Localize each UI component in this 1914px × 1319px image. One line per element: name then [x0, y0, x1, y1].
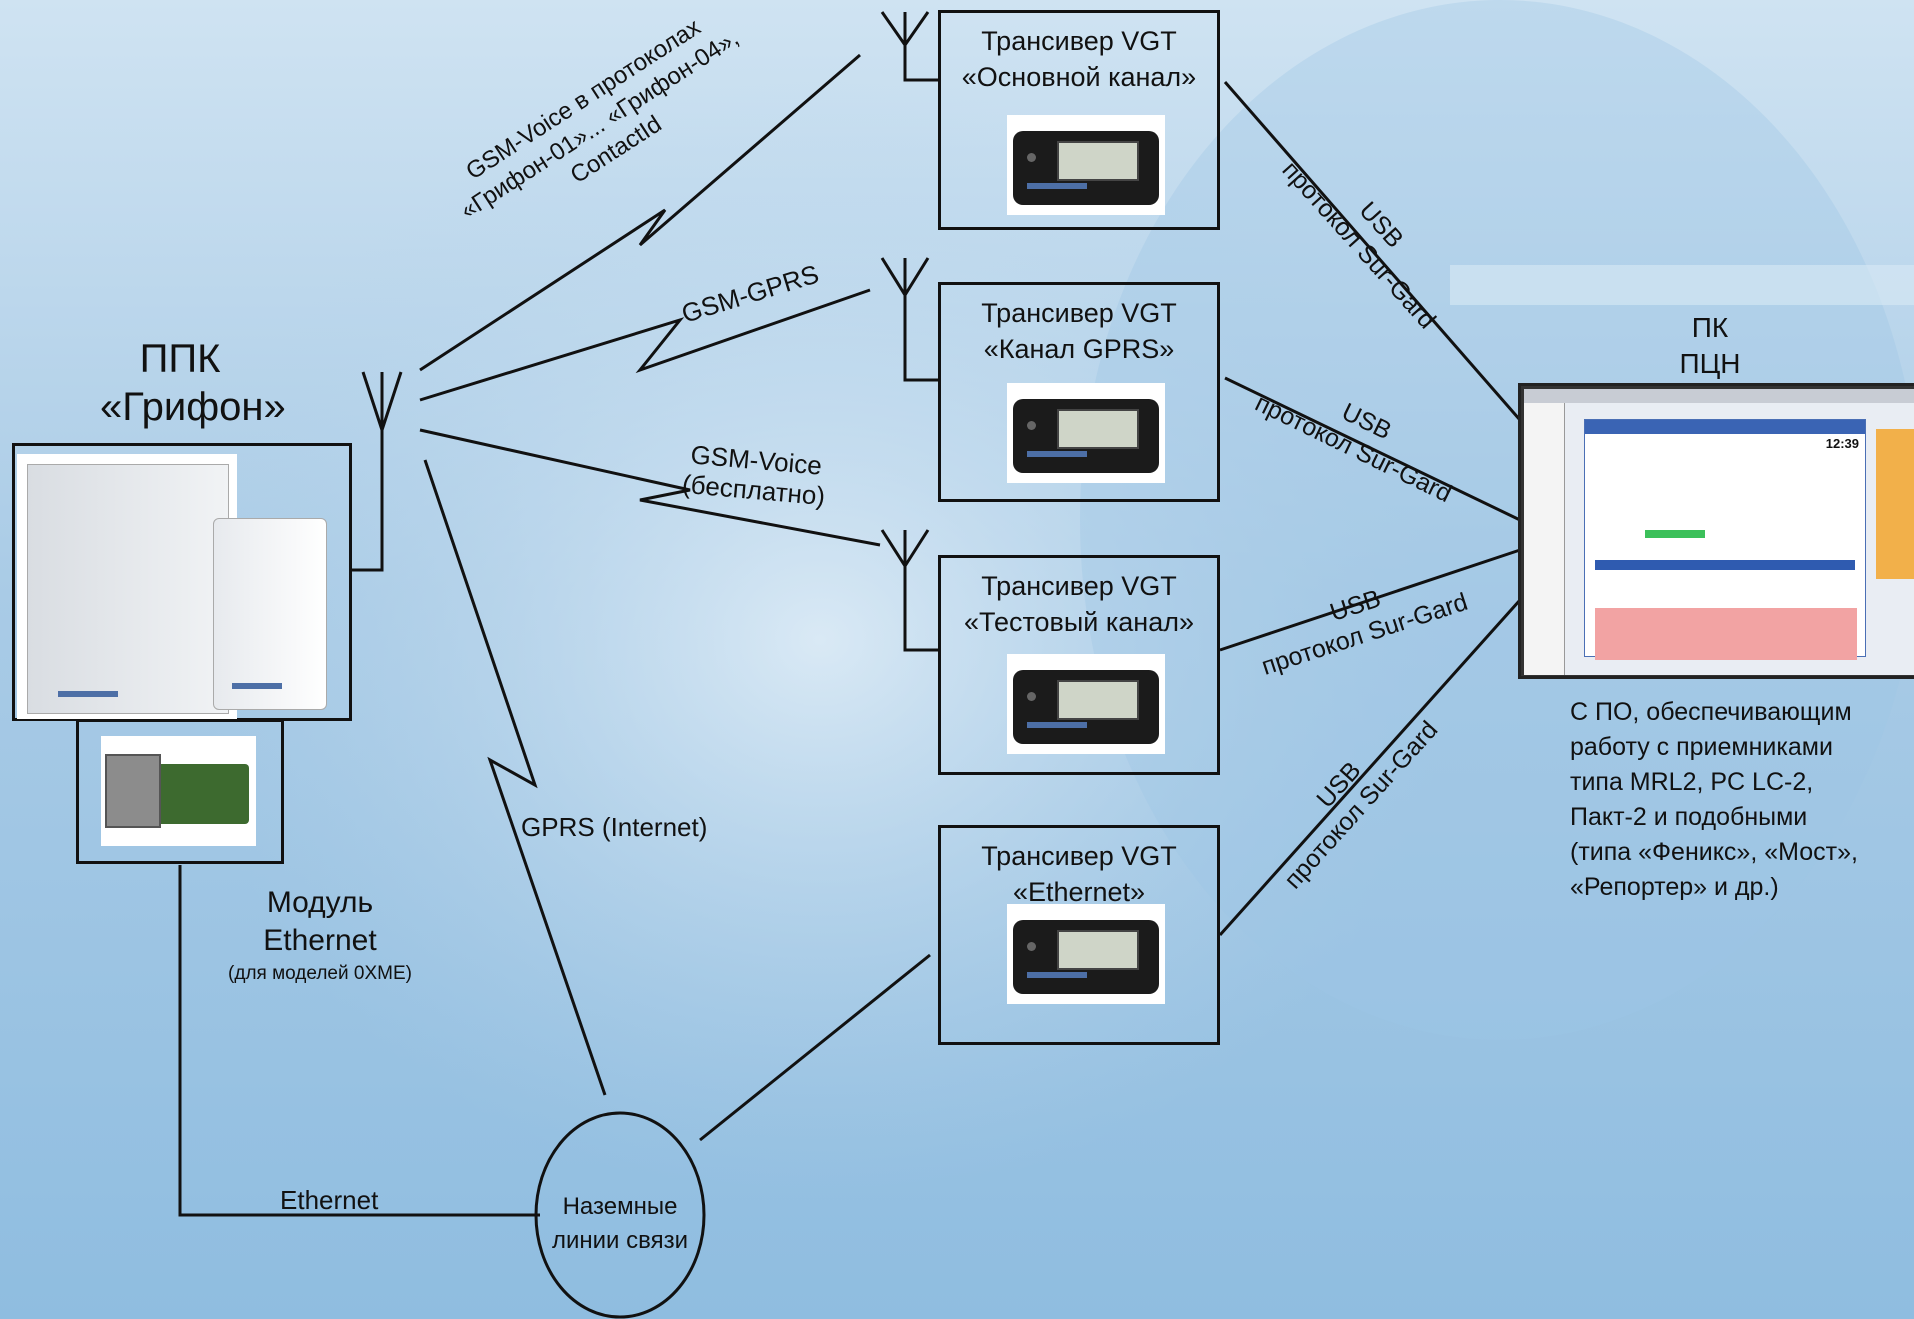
transceiver-title-line2: «Тестовый канал»: [963, 607, 1195, 637]
module-label-line2: Ethernet: [263, 924, 377, 957]
device-button: [1027, 692, 1036, 701]
logo-mark: [1027, 183, 1087, 189]
pc-title: ПК ПЦН: [1650, 310, 1770, 382]
antenna-mast: [903, 12, 940, 82]
module-box: [76, 719, 284, 864]
module-label: Модуль Ethernet (для моделей 0XME): [210, 884, 430, 988]
pc-caption-line: (типа «Феникс», «Мост»,: [1570, 838, 1858, 866]
module-note: (для моделей 0XME): [228, 963, 412, 984]
pc-status-bar: [1645, 530, 1705, 538]
vgt-device: [1007, 654, 1165, 754]
keypad-enclosure: [213, 518, 327, 710]
antenna-mast: [903, 530, 940, 652]
rj45-connector: [105, 754, 161, 828]
link-gsm-gprs: [419, 288, 871, 402]
pc-caption-line: работу с приемниками: [1570, 733, 1833, 761]
panel-antenna-mast: [350, 400, 384, 572]
landlines-label-line1: Наземные: [562, 1193, 678, 1220]
vgt-device: [1007, 383, 1165, 483]
link-ethernet: [178, 865, 540, 1217]
landlines-ellipse: [534, 1111, 706, 1319]
landlines-label-line2: линии связи: [551, 1227, 689, 1254]
transceiver-title-line2: «Основной канал»: [961, 62, 1197, 92]
pc-caption-line: типа MRL2, PC LC-2,: [1570, 768, 1814, 796]
transceiver-title-line2: «Канал GPRS»: [983, 334, 1175, 364]
device-screen: [1057, 141, 1139, 181]
link-gsm-voice-free: [419, 428, 881, 547]
pc-menubar: [1524, 389, 1914, 403]
pc-caption: С ПО, обеспечивающим работу с приемникам…: [1570, 695, 1858, 905]
logo-mark: [1027, 451, 1087, 457]
device-body: [1013, 131, 1159, 205]
usb-line-1: [1223, 81, 1522, 421]
transceiver-title-line1: Трансивер VGT: [981, 571, 1177, 601]
transceiver-title: Трансивер VGT «Канал GPRS»: [941, 295, 1217, 367]
link-landline-ethernet: [699, 953, 931, 1142]
pc-screen: 12:39: [1524, 389, 1914, 675]
transceiver-box-test: Трансивер VGT «Тестовый канал»: [938, 555, 1220, 775]
logo-mark: [1027, 722, 1087, 728]
pc-caption-line: «Репортер» и др.): [1570, 873, 1779, 901]
background-band: [1450, 265, 1914, 305]
transceiver-title-line1: Трансивер VGT: [981, 298, 1177, 328]
usb-line-4: [1218, 598, 1522, 937]
vgt-device: [1007, 115, 1165, 215]
transceiver-title: Трансивер VGT «Ethernet»: [941, 838, 1217, 910]
panel-title: ППК «Грифон»: [100, 335, 286, 431]
device-button: [1027, 942, 1036, 951]
transceiver-title-line1: Трансивер VGT: [981, 841, 1177, 871]
pc-alert-panel: [1876, 429, 1914, 579]
transceiver-title-line2: «Ethernet»: [1012, 877, 1146, 907]
pc-clock: 12:39: [1825, 436, 1859, 451]
landlines-label: Наземные линии связи: [540, 1190, 700, 1258]
transceiver-box-ethernet: Трансивер VGT «Ethernet»: [938, 825, 1220, 1045]
vgt-device: [1007, 904, 1165, 1004]
panel-title-line1: ППК: [139, 337, 221, 381]
panel-photo: [17, 454, 237, 719]
panel-enclosure: [27, 464, 229, 714]
ethernet-label: Ethernet: [280, 1185, 379, 1215]
transceiver-title-line1: Трансивер VGT: [981, 26, 1177, 56]
device-screen: [1057, 409, 1139, 449]
pc-caption-line: Пакт-2 и подобными: [1570, 803, 1808, 831]
pc-title-line1: ПК: [1691, 312, 1729, 343]
device-screen: [1057, 680, 1139, 720]
gprs-internet-label: GPRS (Internet): [521, 812, 708, 842]
module-label-line1: Модуль: [266, 886, 374, 919]
usb-line-2: [1224, 376, 1521, 522]
pc-dialog: 12:39: [1584, 419, 1866, 660]
device-body: [1013, 670, 1159, 744]
panel-box: [12, 443, 352, 721]
link-gsm-voice-protocols: [419, 53, 861, 372]
panel-title-line2: «Грифон»: [100, 385, 286, 429]
background-swirl: [1080, 0, 1914, 1040]
device-button: [1027, 421, 1036, 430]
transceiver-box-main: Трансивер VGT «Основной канал»: [938, 10, 1220, 230]
transceiver-title: Трансивер VGT «Тестовый канал»: [941, 568, 1217, 640]
pc-screenshot: 12:39: [1518, 383, 1914, 679]
pc-title-line2: ПЦН: [1679, 348, 1741, 379]
pc-dialog-titlebar: [1585, 420, 1865, 434]
device-button: [1027, 153, 1036, 162]
pc-sidebar: [1524, 403, 1565, 675]
logo-mark: [232, 683, 282, 689]
module-photo: [101, 736, 256, 846]
link-gprs-internet: [423, 459, 607, 1096]
device-body: [1013, 920, 1159, 994]
pc-alert-rows: [1595, 608, 1857, 660]
pc-selected-row: [1595, 560, 1855, 570]
transceiver-box-gprs: Трансивер VGT «Канал GPRS»: [938, 282, 1220, 502]
device-body: [1013, 399, 1159, 473]
transceiver-title: Трансивер VGT «Основной канал»: [941, 23, 1217, 95]
logo-mark: [58, 691, 118, 697]
usb-line-3: [1219, 548, 1521, 652]
device-screen: [1057, 930, 1139, 970]
pc-caption-line: С ПО, обеспечивающим: [1570, 698, 1852, 726]
antenna-mast: [903, 258, 940, 382]
logo-mark: [1027, 972, 1087, 978]
